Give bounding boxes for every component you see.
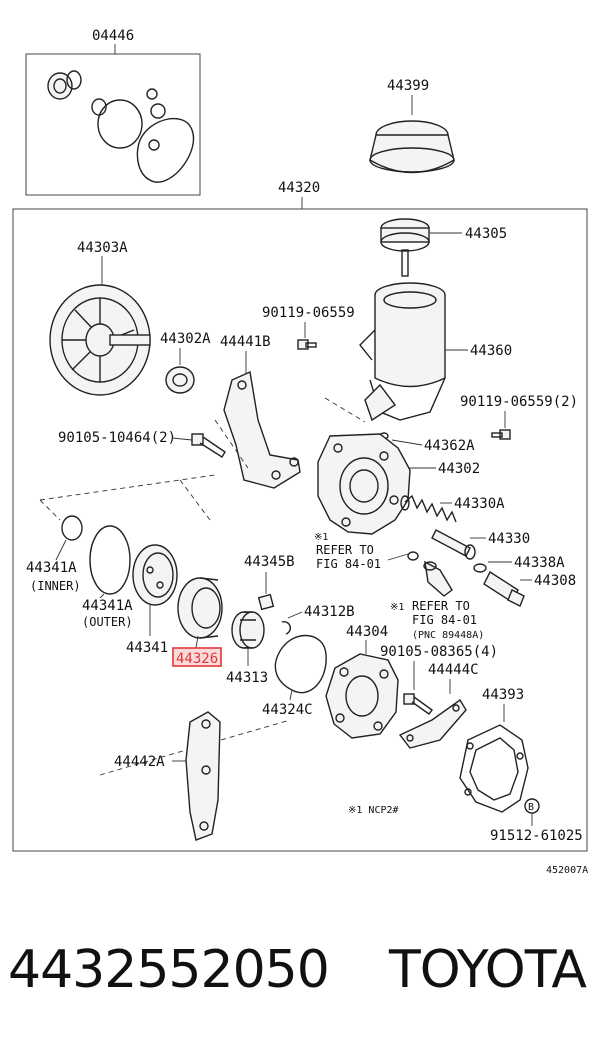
callout-44324C[interactable]: 44324C (262, 702, 313, 718)
callout-44338A[interactable]: 44338A (514, 555, 565, 571)
kit-frame (25, 53, 201, 196)
pin-44345B (257, 593, 275, 611)
callout-44326[interactable]: 44326 (176, 651, 218, 667)
callout-44302A[interactable]: 44302A (160, 331, 211, 347)
callout-44393[interactable]: 44393 (482, 687, 524, 703)
brand-name: TOYOTA (389, 940, 587, 1000)
refer2-line3: (PNC 89448A) (412, 630, 484, 641)
oring-inner (61, 515, 83, 541)
callout-44341[interactable]: 44341 (126, 640, 168, 656)
fitting-44308 (483, 570, 525, 607)
callout-44303A[interactable]: 44303A (77, 240, 128, 256)
callout-B: B (528, 802, 534, 813)
bracket-44444C (398, 698, 467, 749)
bolt-90119-b (491, 429, 511, 440)
note-ncp2: ※1 NCP2# (348, 805, 399, 816)
reservoir-cap-44399 (369, 120, 455, 174)
callout-44312B[interactable]: 44312B (304, 604, 355, 620)
callout-04446[interactable]: 04446 (92, 28, 134, 44)
pressure-switch (423, 560, 453, 597)
part-number: 4432552050 (8, 940, 330, 1000)
pulley-44303A (49, 284, 151, 396)
pump-housing-44302 (317, 433, 411, 535)
footer: 4432552050 TOYOTA (0, 940, 600, 1010)
refer1-mark: ※1 (314, 532, 328, 543)
bracket-44441B (223, 370, 301, 489)
refer1-line2[interactable]: FIG 84-01 (316, 557, 381, 571)
callout-44341A-inner-sub: (INNER) (30, 579, 81, 593)
bolt-90105-b (403, 693, 433, 715)
callout-44308[interactable]: 44308 (534, 573, 576, 589)
callout-44360[interactable]: 44360 (470, 343, 512, 359)
valve-44330 (431, 529, 476, 560)
callout-44304[interactable]: 44304 (346, 624, 388, 640)
bearing-44302A (165, 366, 195, 394)
oring-outer (89, 525, 131, 595)
side-plate-44304 (325, 653, 399, 739)
seal-kit-parts (47, 70, 195, 183)
callout-44330A[interactable]: 44330A (454, 496, 505, 512)
figure-id: 452007A (546, 865, 588, 876)
refer2-mark: ※1 (390, 602, 404, 613)
bracket-44442A (185, 711, 221, 841)
callout-90119-06559-2[interactable]: 90119-06559(2) (460, 394, 578, 410)
callout-90119-06559[interactable]: 90119-06559 (262, 305, 355, 321)
callout-44399[interactable]: 44399 (387, 78, 429, 94)
callout-44362A[interactable]: 44362A (424, 438, 475, 454)
spring-44330A (400, 494, 457, 523)
callout-44302[interactable]: 44302 (438, 461, 480, 477)
callout-44330[interactable]: 44330 (488, 531, 530, 547)
callout-44444C[interactable]: 44444C (428, 662, 479, 678)
callout-44341A-inner[interactable]: 44341A (26, 560, 77, 576)
snapring-44312B (281, 620, 292, 635)
refer2-line1[interactable]: REFER TO (412, 599, 470, 613)
callout-91512-61025[interactable]: 91512-61025 (490, 828, 583, 844)
bolt-90119-a (297, 339, 317, 350)
callout-44313[interactable]: 44313 (226, 670, 268, 686)
callout-90105-08365[interactable]: 90105-08365(4) (380, 644, 498, 660)
plate-44341 (132, 544, 178, 606)
callout-44320[interactable]: 44320 (278, 180, 320, 196)
callout-44341A-outer[interactable]: 44341A (82, 598, 133, 614)
bolt-90105-a (191, 433, 226, 458)
dipstick-cap-44305 (380, 218, 430, 277)
parts-diagram: 04446 44399 44320 44305 44303A (12, 28, 588, 876)
callout-44345B[interactable]: 44345B (244, 554, 295, 570)
refer1-line1[interactable]: REFER TO (316, 543, 374, 557)
gasket-44393 (459, 724, 529, 813)
callout-90105-10464[interactable]: 90105-10464(2) (58, 430, 176, 446)
callout-44341A-outer-sub: (OUTER) (82, 615, 133, 629)
reservoir-44360 (359, 282, 446, 422)
assembly-frame (12, 208, 588, 852)
callout-44305[interactable]: 44305 (465, 226, 507, 242)
callout-44442A[interactable]: 44442A (114, 754, 165, 770)
rotor-44313 (231, 611, 265, 649)
gasket-44324C (274, 634, 327, 694)
callout-44441B[interactable]: 44441B (220, 334, 271, 350)
refer2-line2[interactable]: FIG 84-01 (412, 613, 477, 627)
cam-ring-44326 (177, 577, 223, 639)
highlight-44326 (172, 647, 222, 667)
